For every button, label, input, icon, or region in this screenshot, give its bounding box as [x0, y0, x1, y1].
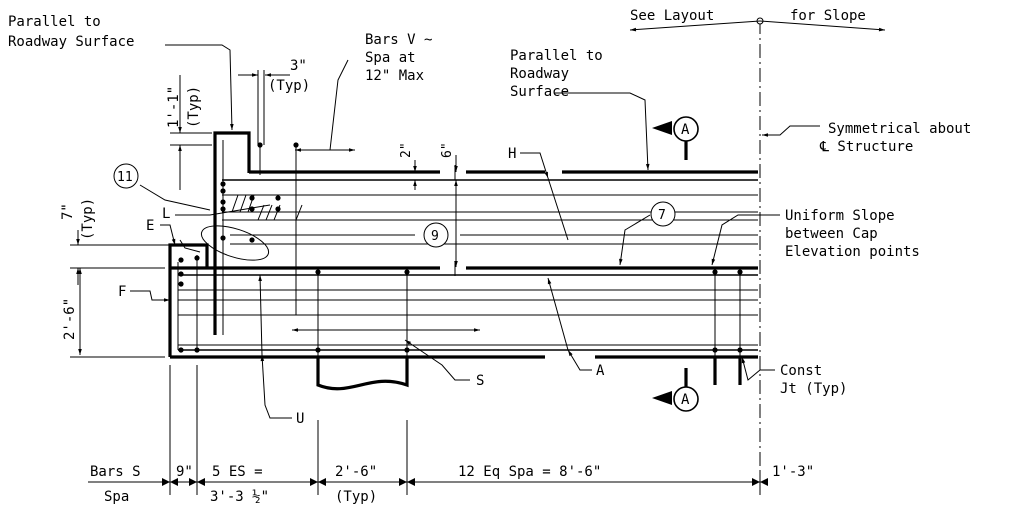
dim-2in: 2" [399, 142, 414, 158]
label-parallel-mid-3: Surface [510, 84, 569, 100]
bubble-11-label: 11 [117, 170, 133, 185]
bar-dots [178, 142, 743, 353]
dim-nine: 9" [176, 464, 193, 480]
dim-6in: 6" [440, 142, 455, 158]
label-bar-s: S [476, 373, 484, 389]
label-uniform-1: Uniform Slope [785, 208, 895, 224]
label-uniform-2: between Cap [785, 226, 878, 242]
label-const-2: Jt (Typ) [780, 381, 847, 397]
label-uniform-3: Elevation points [785, 244, 920, 260]
label-bar-e: E [146, 218, 154, 234]
label-bar-h: H [508, 146, 516, 162]
dim-2-6: 2'-6" [62, 298, 78, 340]
callout-bubbles [113, 163, 676, 248]
bottom-dimension-string [88, 365, 768, 495]
label-bar-f: F [118, 284, 126, 300]
label-bars-v-1: Bars V ~ [365, 32, 432, 48]
dim-1-1-typ: (Typ) [186, 86, 202, 128]
reinforcing-bars [177, 140, 758, 357]
label-see-layout: See Layout [630, 8, 714, 24]
dim-two-six: 2'-6" [335, 464, 377, 480]
section-label-top: A [681, 122, 690, 138]
dim-three-three: 3'-3 ½" [210, 489, 269, 505]
label-const-1: Const [780, 363, 822, 379]
section-cut-top [652, 116, 699, 160]
dim-1-1: 1'-1" [166, 86, 182, 128]
label-for-slope: for Slope [790, 8, 866, 24]
section-cut-bottom [652, 368, 699, 412]
label-parallel-left-2: Roadway Surface [8, 34, 134, 50]
dim-bars-s: Bars S [90, 464, 141, 480]
bubble-9-label: 9 [431, 229, 439, 244]
dim-two-six-typ: (Typ) [335, 489, 377, 505]
dim-twelve-eq: 12 Eq Spa = 8'-6" [458, 464, 601, 480]
dim-3in: 3" [290, 58, 307, 74]
label-symmetrical-2: ℄ Structure [819, 139, 913, 155]
label-parallel-mid-2: Roadway [510, 66, 569, 82]
dim-3in-typ: (Typ) [268, 78, 310, 94]
label-parallel-left-1: Parallel to [8, 14, 101, 30]
dim-spa: Spa [104, 489, 129, 505]
label-parallel-mid-1: Parallel to [510, 48, 603, 64]
label-bars-v-3: 12" Max [365, 68, 424, 84]
dim-7in: 7" [60, 203, 76, 220]
dim-7in-typ: (Typ) [80, 198, 96, 240]
label-bar-u: U [296, 411, 304, 427]
label-bars-v-2: Spa at [365, 50, 416, 66]
leader-lines [70, 20, 886, 419]
bubble-7-label: 7 [658, 208, 666, 223]
dim-five-es: 5 ES = [212, 464, 263, 480]
section-label-bottom: A [681, 392, 690, 408]
dim-one-three: 1'-3" [772, 464, 814, 480]
label-bar-l: L [162, 206, 170, 222]
label-bar-a: A [596, 363, 605, 379]
label-symmetrical-1: Symmetrical about [828, 121, 971, 137]
